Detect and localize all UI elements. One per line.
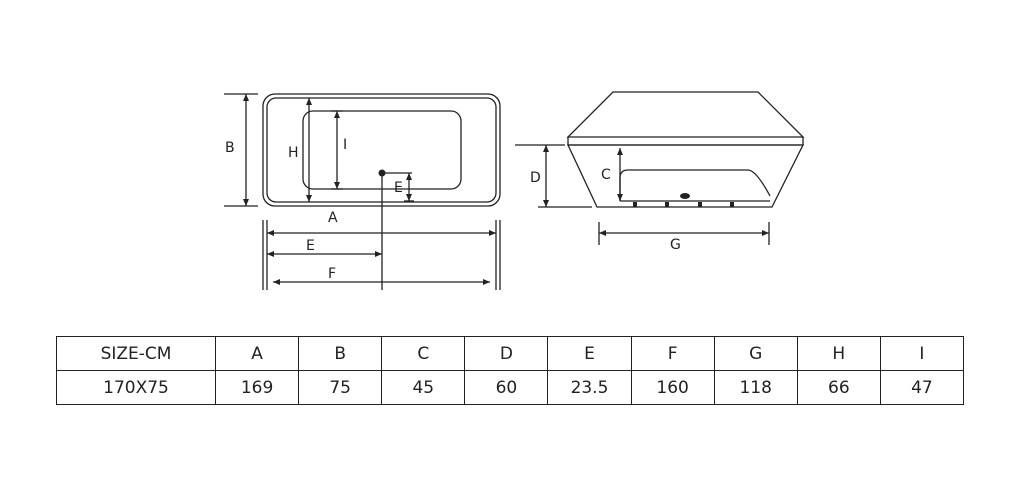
drain-point bbox=[378, 169, 386, 177]
table-header-cell: I bbox=[879, 336, 965, 371]
table-header-cell: F bbox=[630, 336, 715, 371]
table-header-cell: SIZE-CM bbox=[56, 336, 216, 371]
table-cell: 160 bbox=[630, 370, 715, 405]
table-header-cell: H bbox=[796, 336, 881, 371]
label-g: G bbox=[670, 237, 681, 253]
table-header-cell: C bbox=[381, 336, 466, 371]
size-table: SIZE-CM A B C D E F G H I 170X75 169 75 … bbox=[56, 336, 965, 405]
tub-foot bbox=[633, 202, 637, 207]
table-cell: 169 bbox=[214, 370, 300, 405]
table-cell: 23.5 bbox=[547, 370, 632, 405]
table-cell: 170X75 bbox=[56, 370, 216, 405]
table-header-cell: A bbox=[214, 336, 300, 371]
table-row: 170X75 169 75 45 60 23.5 160 118 66 47 bbox=[56, 370, 965, 405]
table-cell: 66 bbox=[796, 370, 881, 405]
table-header-cell: B bbox=[298, 336, 383, 371]
table-header-cell: G bbox=[713, 336, 798, 371]
label-c: C bbox=[601, 167, 611, 183]
label-e-small: E bbox=[394, 180, 403, 196]
table-cell: 47 bbox=[879, 370, 965, 405]
table-header-row: SIZE-CM A B C D E F G H I bbox=[56, 336, 965, 371]
tub-side-rim bbox=[567, 137, 804, 146]
label-d: D bbox=[530, 170, 541, 186]
table-cell: 118 bbox=[713, 370, 798, 405]
table-cell: 60 bbox=[464, 370, 549, 405]
bathtub-diagram: B H I E A E F D C G bbox=[224, 91, 805, 290]
tub-side-top-surface bbox=[566, 91, 805, 138]
label-b: B bbox=[225, 140, 235, 156]
label-h: H bbox=[288, 145, 299, 161]
table-cell: 75 bbox=[298, 370, 383, 405]
tub-foot bbox=[665, 202, 669, 207]
label-e: E bbox=[306, 238, 315, 254]
label-f: F bbox=[328, 266, 336, 282]
tub-side-drain bbox=[680, 193, 690, 199]
table-header-cell: D bbox=[464, 336, 549, 371]
table-cell: 45 bbox=[381, 370, 466, 405]
label-i: I bbox=[343, 137, 347, 153]
label-a: A bbox=[328, 210, 338, 226]
table-header-cell: E bbox=[547, 336, 632, 371]
tub-foot bbox=[698, 202, 702, 207]
tub-side-basin bbox=[619, 169, 771, 201]
tub-side-body bbox=[566, 144, 805, 208]
tub-foot bbox=[730, 202, 734, 207]
